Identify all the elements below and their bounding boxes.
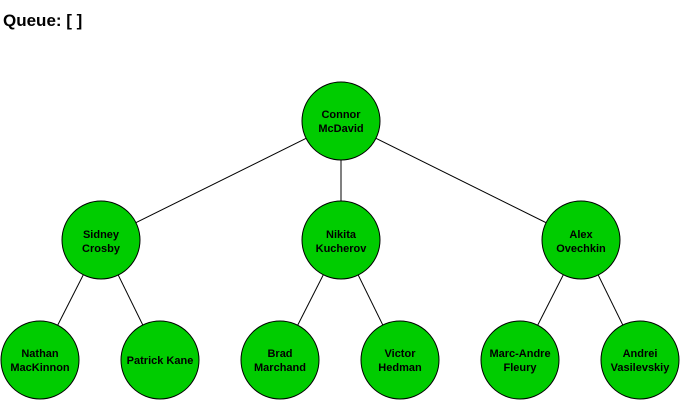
node-label-line: Fleury: [503, 362, 537, 374]
node-andrei-vasilevskiy: Andrei Vasilevskiy: [600, 320, 680, 400]
node-sidney-crosby: Sidney Crosby: [61, 200, 141, 280]
node-label-line: Victor: [385, 348, 417, 360]
node-victor-hedman: Victor Hedman: [360, 320, 440, 400]
node-label-line: Connor: [321, 109, 361, 121]
node-label-line: Hedman: [378, 362, 422, 374]
node-nikita-kucherov: Nikita Kucherov: [301, 200, 381, 280]
node-connor-mcdavid: Connor McDavid: [301, 81, 381, 161]
node-label-line: Andrei: [623, 348, 658, 360]
queue-label: Queue:: [3, 11, 62, 30]
queue-display: Queue: [ ]: [3, 11, 82, 31]
node-label-line: Nikita: [326, 229, 357, 241]
node-label-line: Ovechkin: [556, 243, 606, 255]
node-label-line: Kucherov: [316, 243, 368, 255]
node-label-line: Marc-Andre: [489, 348, 550, 360]
node-nathan-mackinnon: Nathan MacKinnon: [0, 320, 80, 400]
node-label-line: Nathan: [21, 348, 59, 360]
node-marc-andre-fleury: Marc-Andre Fleury: [480, 320, 560, 400]
node-label-line: Alex: [569, 229, 593, 241]
node-label-line: Patrick Kane: [127, 355, 194, 367]
node-label-line: Brad: [267, 348, 292, 360]
node-label-line: MacKinnon: [10, 362, 70, 374]
node-label-line: Sidney: [83, 229, 120, 241]
node-label-line: Vasilevskiy: [611, 362, 671, 374]
edge-connor-alex: [340, 120, 582, 241]
queue-contents: [ ]: [66, 11, 83, 30]
node-alex-ovechkin: Alex Ovechkin: [541, 200, 621, 280]
node-label-line: McDavid: [318, 123, 363, 135]
node-brad-marchand: Brad Marchand: [240, 320, 320, 400]
node-label-line: Crosby: [82, 243, 121, 255]
node-patrick-kane: Patrick Kane: [120, 320, 200, 400]
edge-connor-sidney: [100, 120, 342, 241]
node-label-line: Marchand: [254, 362, 306, 374]
